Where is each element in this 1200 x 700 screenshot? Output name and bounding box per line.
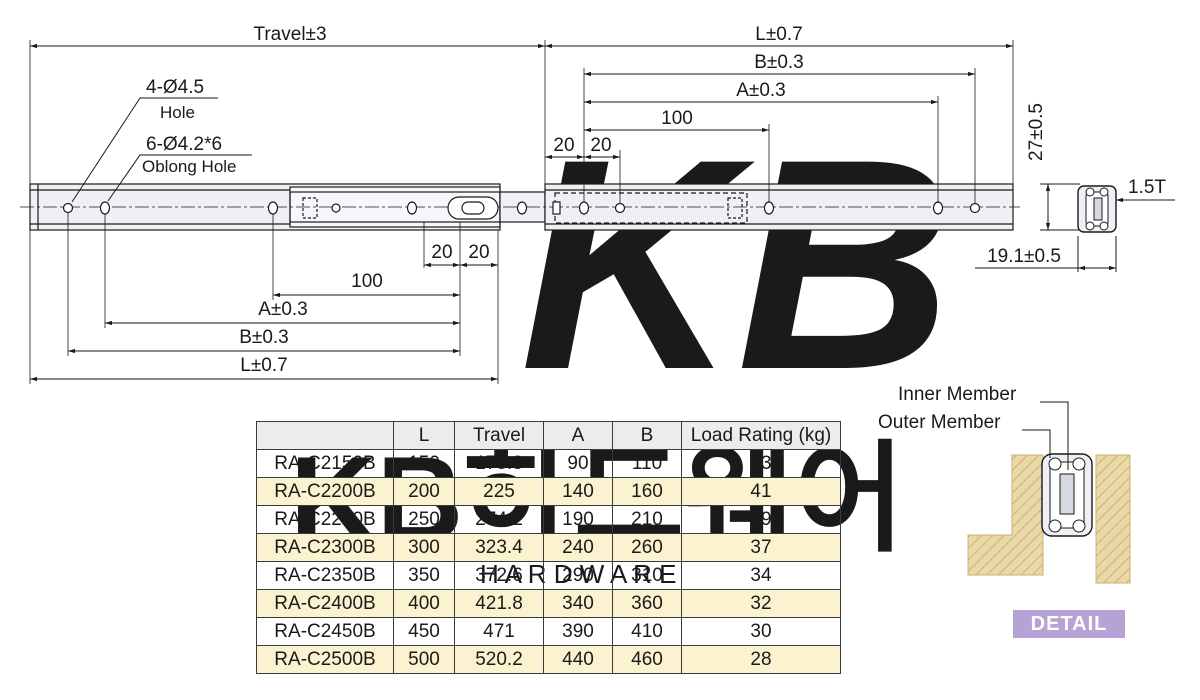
cell-load: 28 <box>681 645 841 674</box>
cell-travel: 175.8 <box>454 449 544 478</box>
cell-l: 150 <box>393 449 455 478</box>
table-row: RA-C2150B 150 175.8 90 110 43 <box>256 449 841 478</box>
oblong-spec: 6-Ø4.2*6 <box>146 134 222 155</box>
cell-load: 32 <box>681 589 841 618</box>
cell-b: 410 <box>612 617 682 646</box>
cell-b: 160 <box>612 477 682 506</box>
table-header-row: L Travel A B Load Rating (kg) <box>256 421 841 450</box>
table-row: RA-C2200B 200 225 140 160 41 <box>256 477 841 506</box>
cell-a: 190 <box>543 505 613 534</box>
cell-load: 43 <box>681 449 841 478</box>
cell-b: 210 <box>612 505 682 534</box>
cell-a: 390 <box>543 617 613 646</box>
l-top-dim: L±0.7 <box>755 24 802 45</box>
oblong-label: Oblong Hole <box>142 157 237 176</box>
cell-travel: 520.2 <box>454 645 544 674</box>
cell-model: RA-C2250B <box>256 505 394 534</box>
cell-model: RA-C2300B <box>256 533 394 562</box>
b-top-dim: B±0.3 <box>754 52 804 73</box>
cross-section-labels: 27±0.5 1.5T 19.1±0.5 <box>987 103 1166 267</box>
twenty-top-dim-1: 20 <box>553 135 574 156</box>
a-bot-dim: A±0.3 <box>258 299 308 320</box>
cell-l: 350 <box>393 561 455 590</box>
detail-view: Inner Member Outer Member <box>878 384 1131 584</box>
holes <box>62 196 981 220</box>
cell-load: 41 <box>681 477 841 506</box>
cell-load: 37 <box>681 533 841 562</box>
hole-label: Hole <box>160 103 195 122</box>
cell-l: 200 <box>393 477 455 506</box>
table-row: RA-C2350B 350 372.6 290 310 34 <box>256 561 841 590</box>
col-header-model <box>256 421 394 450</box>
hundred-top-dim: 100 <box>661 108 693 129</box>
cell-a: 290 <box>543 561 613 590</box>
cell-travel: 274.2 <box>454 505 544 534</box>
cell-b: 260 <box>612 533 682 562</box>
cell-load: 39 <box>681 505 841 534</box>
dimension-labels: Travel±3 L±0.7 B±0.3 A±0.3 100 20 20 20 … <box>239 24 804 376</box>
extension-lines <box>29 40 1014 384</box>
twenty-bot-dim-2: 20 <box>468 242 489 263</box>
hole-callouts: 4-Ø4.5 Hole 6-Ø4.2*6 Oblong Hole <box>142 77 237 176</box>
cell-a: 140 <box>543 477 613 506</box>
col-header-a: A <box>543 421 613 450</box>
table-row: RA-C2450B 450 471 390 410 30 <box>256 617 841 646</box>
l-bot-dim: L±0.7 <box>240 355 287 376</box>
height-dim: 27±0.5 <box>1026 103 1047 161</box>
cell-model: RA-C2150B <box>256 449 394 478</box>
travel-dim: Travel±3 <box>253 24 326 45</box>
watermark-logo: KB <box>520 96 953 432</box>
cell-l: 250 <box>393 505 455 534</box>
table-row: RA-C2400B 400 421.8 340 360 32 <box>256 589 841 618</box>
col-header-travel: Travel <box>454 421 544 450</box>
cell-model: RA-C2200B <box>256 477 394 506</box>
inner-member-label: Inner Member <box>898 384 1017 405</box>
table-row: RA-C2250B 250 274.2 190 210 39 <box>256 505 841 534</box>
cell-b: 460 <box>612 645 682 674</box>
thickness-dim: 1.5T <box>1128 177 1166 198</box>
hundred-bot-dim: 100 <box>351 271 383 292</box>
cell-model: RA-C2400B <box>256 589 394 618</box>
cell-model: RA-C2450B <box>256 617 394 646</box>
cross-section <box>975 183 1175 272</box>
cell-model: RA-C2350B <box>256 561 394 590</box>
dimension-lines <box>30 43 1013 382</box>
table-row: RA-C2500B 500 520.2 440 460 28 <box>256 645 841 674</box>
cell-travel: 372.6 <box>454 561 544 590</box>
col-header-l: L <box>393 421 455 450</box>
cell-a: 340 <box>543 589 613 618</box>
cell-travel: 225 <box>454 477 544 506</box>
cell-b: 360 <box>612 589 682 618</box>
cell-load: 30 <box>681 617 841 646</box>
cell-l: 400 <box>393 589 455 618</box>
cell-model: RA-C2500B <box>256 645 394 674</box>
table-row: RA-C2300B 300 323.4 240 260 37 <box>256 533 841 562</box>
detail-badge: DETAIL <box>1013 610 1125 638</box>
width-dim: 19.1±0.5 <box>987 246 1061 267</box>
a-top-dim: A±0.3 <box>736 80 786 101</box>
b-bot-dim: B±0.3 <box>239 327 289 348</box>
cell-travel: 471 <box>454 617 544 646</box>
cell-a: 440 <box>543 645 613 674</box>
cell-l: 300 <box>393 533 455 562</box>
twenty-bot-dim-1: 20 <box>431 242 452 263</box>
cell-travel: 323.4 <box>454 533 544 562</box>
spec-table: L Travel A B Load Rating (kg) RA-C2150B … <box>256 421 841 674</box>
cell-b: 310 <box>612 561 682 590</box>
cell-a: 90 <box>543 449 613 478</box>
twenty-top-dim-2: 20 <box>590 135 611 156</box>
col-header-b: B <box>612 421 682 450</box>
cell-travel: 421.8 <box>454 589 544 618</box>
col-header-load: Load Rating (kg) <box>681 421 841 450</box>
cell-l: 500 <box>393 645 455 674</box>
cell-load: 34 <box>681 561 841 590</box>
hole-spec: 4-Ø4.5 <box>146 77 204 98</box>
cell-a: 240 <box>543 533 613 562</box>
outer-member-label: Outer Member <box>878 412 1001 433</box>
cell-b: 110 <box>612 449 682 478</box>
cell-l: 450 <box>393 617 455 646</box>
